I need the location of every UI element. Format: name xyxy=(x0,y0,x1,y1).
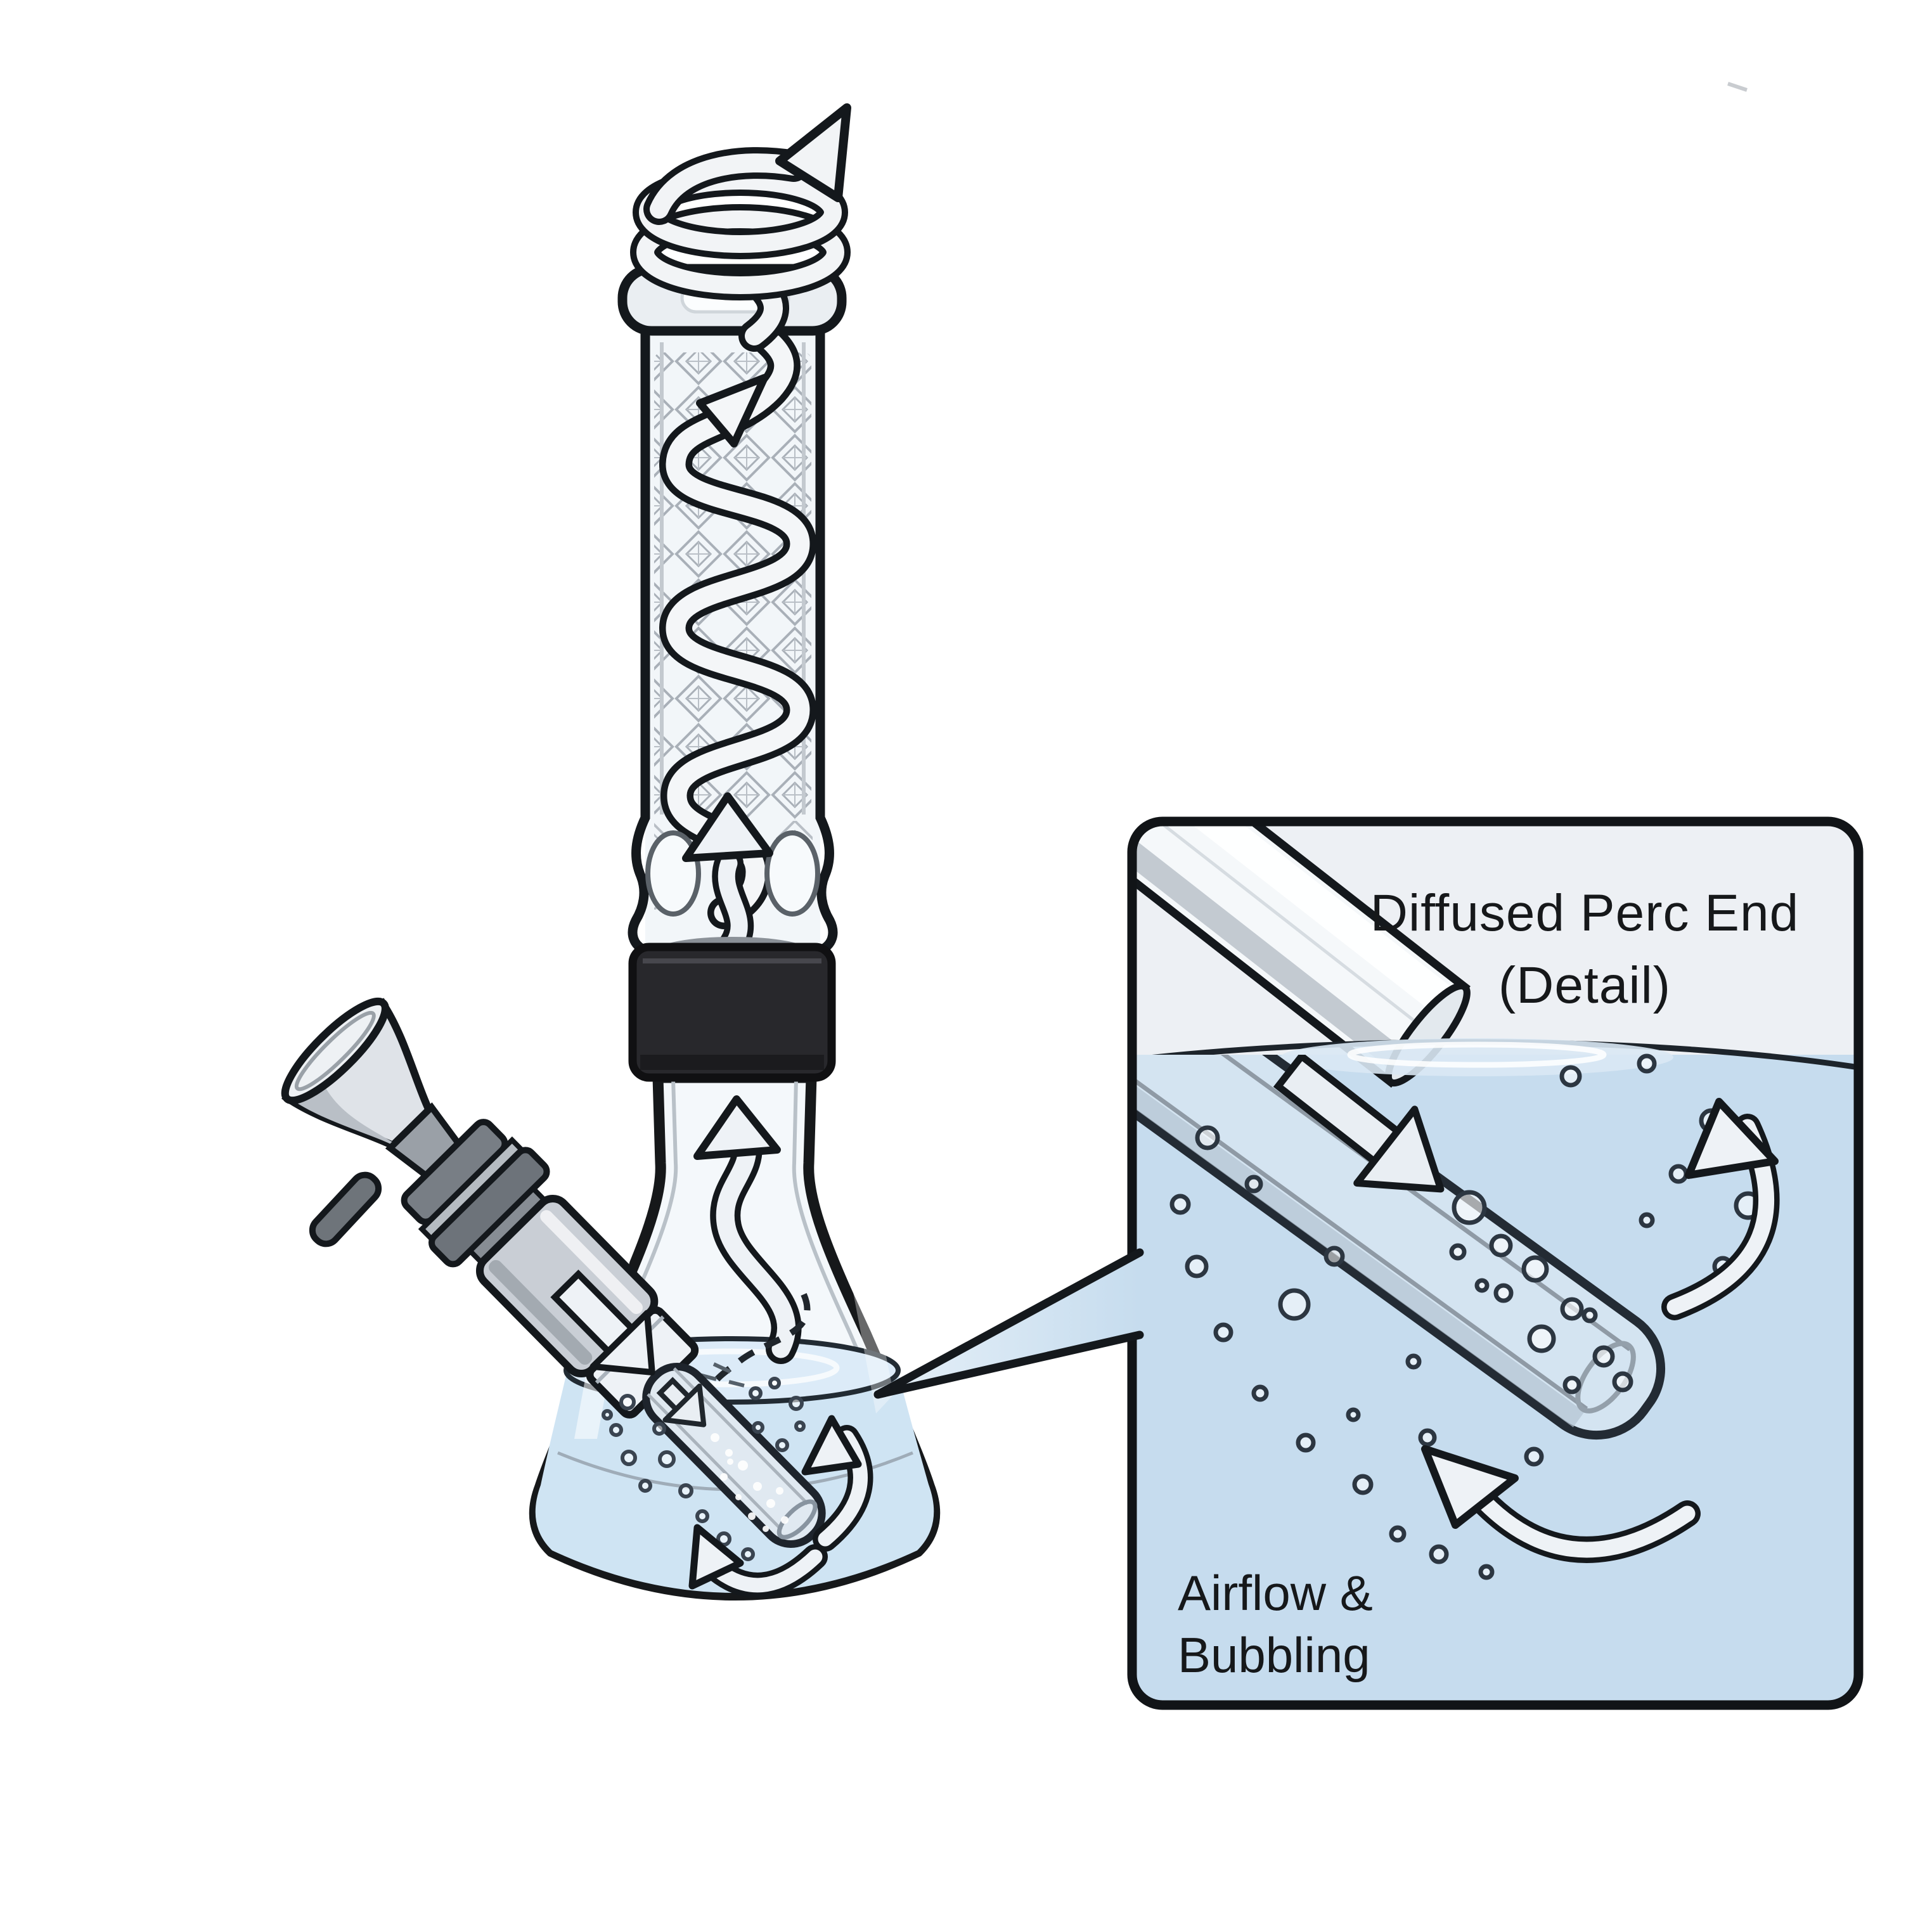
bowl-downstem-assembly xyxy=(281,997,826,1548)
main-waterpipe xyxy=(281,103,941,1600)
tube-wall-right xyxy=(815,325,838,956)
helix-updraft-arrow xyxy=(659,313,817,929)
bowl-handle xyxy=(309,1171,382,1247)
downstem-flow-arrow xyxy=(550,1269,655,1376)
inset-title-line1: Diffused Perc End xyxy=(1370,884,1799,942)
inset-bubble-rise-arrow xyxy=(1661,1098,1780,1320)
beaker-swirl-arrow xyxy=(688,1524,828,1598)
inset-label-line1: Airflow & xyxy=(1178,1565,1373,1621)
sleeve-shade xyxy=(489,1259,593,1365)
ice-pinch-right xyxy=(764,830,820,917)
inset-surface-highlight xyxy=(1347,1041,1607,1068)
glass-highlight-right xyxy=(835,1198,894,1414)
inset-label-line2: Bubbling xyxy=(1178,1627,1370,1683)
inset-tube-bubbles xyxy=(1449,1190,1633,1394)
collar-band xyxy=(628,937,836,1082)
inset-title-line2: (Detail) xyxy=(1498,956,1671,1014)
inset-tube-above xyxy=(1132,821,1471,1088)
neck-wavy-arrow xyxy=(693,1095,802,1364)
tube-updraft-arrow xyxy=(682,792,773,958)
inset-water-swirl-arrow xyxy=(1421,1445,1701,1563)
beaker-bubble-rise-arrow xyxy=(801,1415,873,1552)
sleeve-highlight xyxy=(540,1210,643,1315)
tube-wall-left xyxy=(628,325,650,956)
bowl-rim xyxy=(281,997,389,1105)
inset-detail-box: Diffused Perc End (Detail) Airflow & Bub… xyxy=(1127,816,1864,1710)
bowl-rim-inner xyxy=(294,1010,376,1092)
detail-callout-wedge xyxy=(873,1248,1144,1399)
perc-speckles xyxy=(711,1433,789,1532)
downstem-flow-chevron xyxy=(656,1377,707,1427)
helix-arrowhead xyxy=(696,374,768,448)
inset-perc-downflow-arrow xyxy=(1273,1055,1445,1193)
spiral-exhale-arrow xyxy=(630,103,851,352)
beaker-bubbles xyxy=(602,1377,806,1561)
downstem-end-cap xyxy=(776,1499,818,1540)
spiral-arrowhead xyxy=(775,103,851,202)
artifact-mark xyxy=(1727,82,1748,92)
